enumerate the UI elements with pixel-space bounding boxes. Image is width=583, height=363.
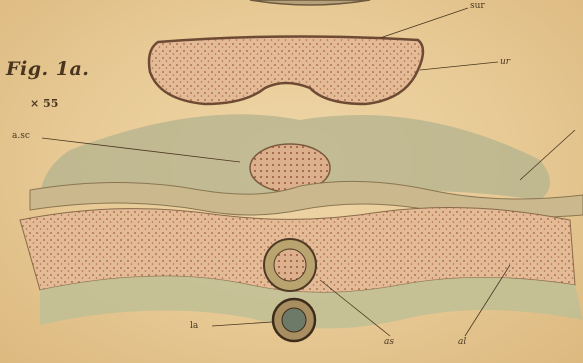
label-top: sur <box>470 2 485 11</box>
upper-ring-inner <box>274 249 306 281</box>
magnification-label: × 55 <box>30 98 58 109</box>
lower-ring-inner <box>282 308 306 332</box>
label-bottom-left: la <box>190 322 198 331</box>
label-left: a.sc <box>12 132 30 141</box>
upper-cellular-body <box>149 36 423 104</box>
label-upper-right: ur <box>500 58 510 67</box>
top-partial-structure <box>250 0 370 5</box>
figure-title: Fig. 1a. <box>6 60 89 79</box>
label-bottom-right: al <box>458 338 466 347</box>
label-bottom-mid: as <box>384 338 394 347</box>
